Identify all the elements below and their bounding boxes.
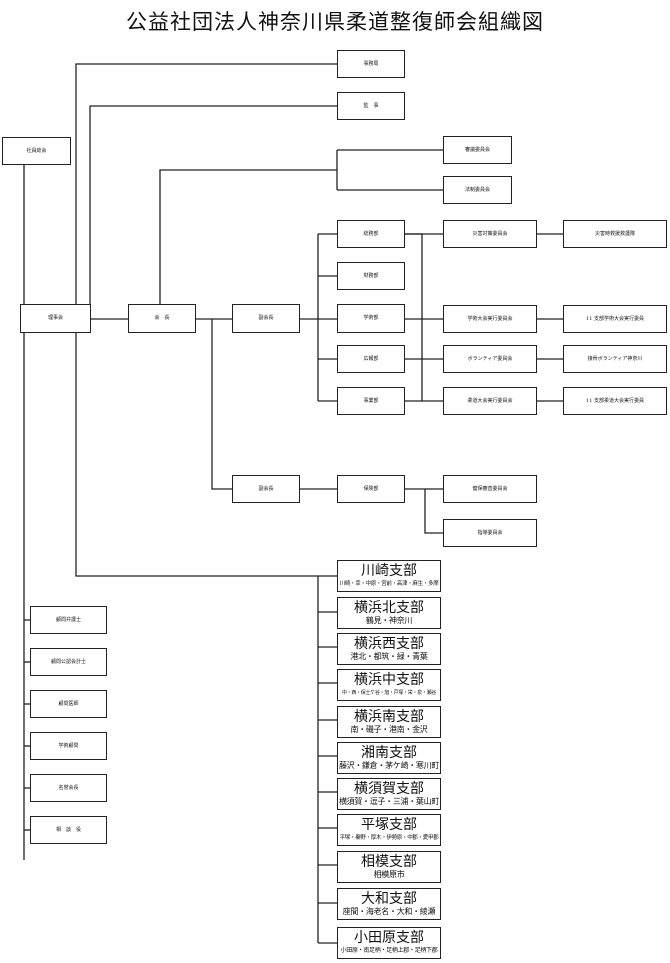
branch-box: 川崎支部川崎・幸・中原・宮前・高津・麻生・多摩 (337, 560, 441, 592)
branch-areas: 相模原市 (373, 869, 405, 879)
branch-box: 小田原支部小田原・南足柄・足柄上郡・足柄下郡 (337, 927, 441, 959)
general-affairs-box: 総務部 (337, 220, 405, 248)
advisor-box: 顧問公認会計士 (30, 648, 107, 676)
academic-box: 学術部 (337, 304, 405, 333)
branch-areas: 横須賀・逗子・三浦・葉山町 (338, 796, 440, 806)
branch-areas: 藤沢・鎌倉・茅ケ崎・寒川町 (338, 760, 440, 770)
branch-box: 湘南支部藤沢・鎌倉・茅ケ崎・寒川町 (337, 742, 441, 774)
board-box: 理事会 (20, 304, 91, 333)
branch-name: 小田原支部 (354, 929, 424, 946)
volunteer-kanagawa-box: 接骨ボランティア神奈川 (563, 345, 667, 373)
branch-name: 横浜南支部 (354, 708, 424, 725)
vice-president-1-box: 副会長 (232, 304, 300, 333)
president-box: 会 長 (128, 304, 196, 333)
branch-areas: 小田原・南足柄・足柄上郡・足柄下郡 (340, 946, 438, 954)
branch-areas: 座間・海老名・大和・綾瀬 (342, 906, 436, 916)
branch-box: 横浜南支部南・磯子・港南・金沢 (337, 706, 441, 738)
branch-box: 相模支部相模原市 (337, 851, 441, 883)
branch-name: 川崎支部 (361, 562, 417, 579)
branch-name: 横浜北支部 (354, 599, 424, 616)
advisor-box: 相 談 役 (30, 816, 107, 844)
advisor-box: 学術顧問 (30, 732, 107, 760)
branch-box: 横浜中支部中・西・保土ケ谷・旭・戸塚・栄・泉・瀬谷 (337, 669, 441, 701)
branch-box: 横浜西支部港北・都筑・緑・青葉 (337, 633, 441, 665)
branch-areas: 南・磯子・港南・金沢 (350, 724, 428, 734)
branch-areas: 鶴見・神奈川 (365, 615, 413, 625)
branch-areas: 川崎・幸・中原・宮前・高津・麻生・多摩 (339, 580, 439, 587)
advisor-box: 顧問医師 (30, 690, 107, 718)
advisor-box: 名誉会長 (30, 774, 107, 802)
academic-conference-committee-box: 学術大会実行委員会 (443, 305, 537, 333)
vice-president-2-box: 副会長 (232, 475, 300, 503)
insurance-box: 保険部 (337, 475, 405, 503)
branch-areas: 平塚・秦野・厚木・伊勢原・中郡・愛甲郡 (339, 834, 439, 841)
branch-areas: 港北・都筑・緑・青葉 (350, 651, 428, 661)
legal-committee-box: 法制委員会 (443, 176, 512, 204)
chart-title: 公益社団法人神奈川県柔道整復師会組織図 (126, 10, 544, 34)
branch-name: 相模支部 (361, 853, 417, 870)
guidance-committee-box: 指導委員会 (443, 519, 537, 547)
branch-box: 大和支部座間・海老名・大和・綾瀬 (337, 888, 441, 920)
branch-box: 平塚支部平塚・秦野・厚木・伊勢原・中郡・愛甲郡 (337, 814, 441, 846)
branch-box: 横浜北支部鶴見・神奈川 (337, 597, 441, 629)
branch-box: 横須賀支部横須賀・逗子・三浦・葉山町 (337, 778, 441, 810)
branch-name: 大和支部 (361, 890, 417, 907)
secretariat-box: 事務局 (337, 50, 405, 78)
judo-conference-committee-box: 柔道大会実行委員会 (443, 387, 537, 415)
branch-name: 横浜西支部 (354, 635, 424, 652)
general-assembly-box: 社員総会 (2, 137, 71, 165)
judo-conference-11branch-box: 11 支部柔道大会実行委員 (563, 387, 667, 415)
disaster-committee-box: 災害対策委員会 (443, 220, 537, 248)
finance-box: 財務部 (337, 262, 405, 290)
public-relations-box: 広報部 (337, 345, 405, 373)
branch-name: 湘南支部 (361, 744, 417, 761)
academic-conference-11branch-box: 11 支部学術大会実行委員 (563, 305, 667, 333)
disaster-rescue-team-box: 災害時救援救護隊 (563, 220, 667, 248)
branch-areas: 中・西・保土ケ谷・旭・戸塚・栄・泉・瀬谷 (341, 689, 436, 696)
health-insurance-review-box: 健保審査委員会 (443, 475, 537, 503)
auditor-box: 監 事 (337, 92, 405, 120)
business-box: 事業部 (337, 387, 405, 415)
branch-name: 平塚支部 (361, 816, 417, 833)
volunteer-committee-box: ボランティア委員会 (443, 345, 537, 373)
advisor-box: 顧問弁護士 (30, 606, 107, 634)
branch-name: 横須賀支部 (354, 780, 424, 797)
branch-name: 横浜中支部 (354, 671, 424, 688)
deliberation-committee-box: 審議委員会 (443, 136, 512, 164)
